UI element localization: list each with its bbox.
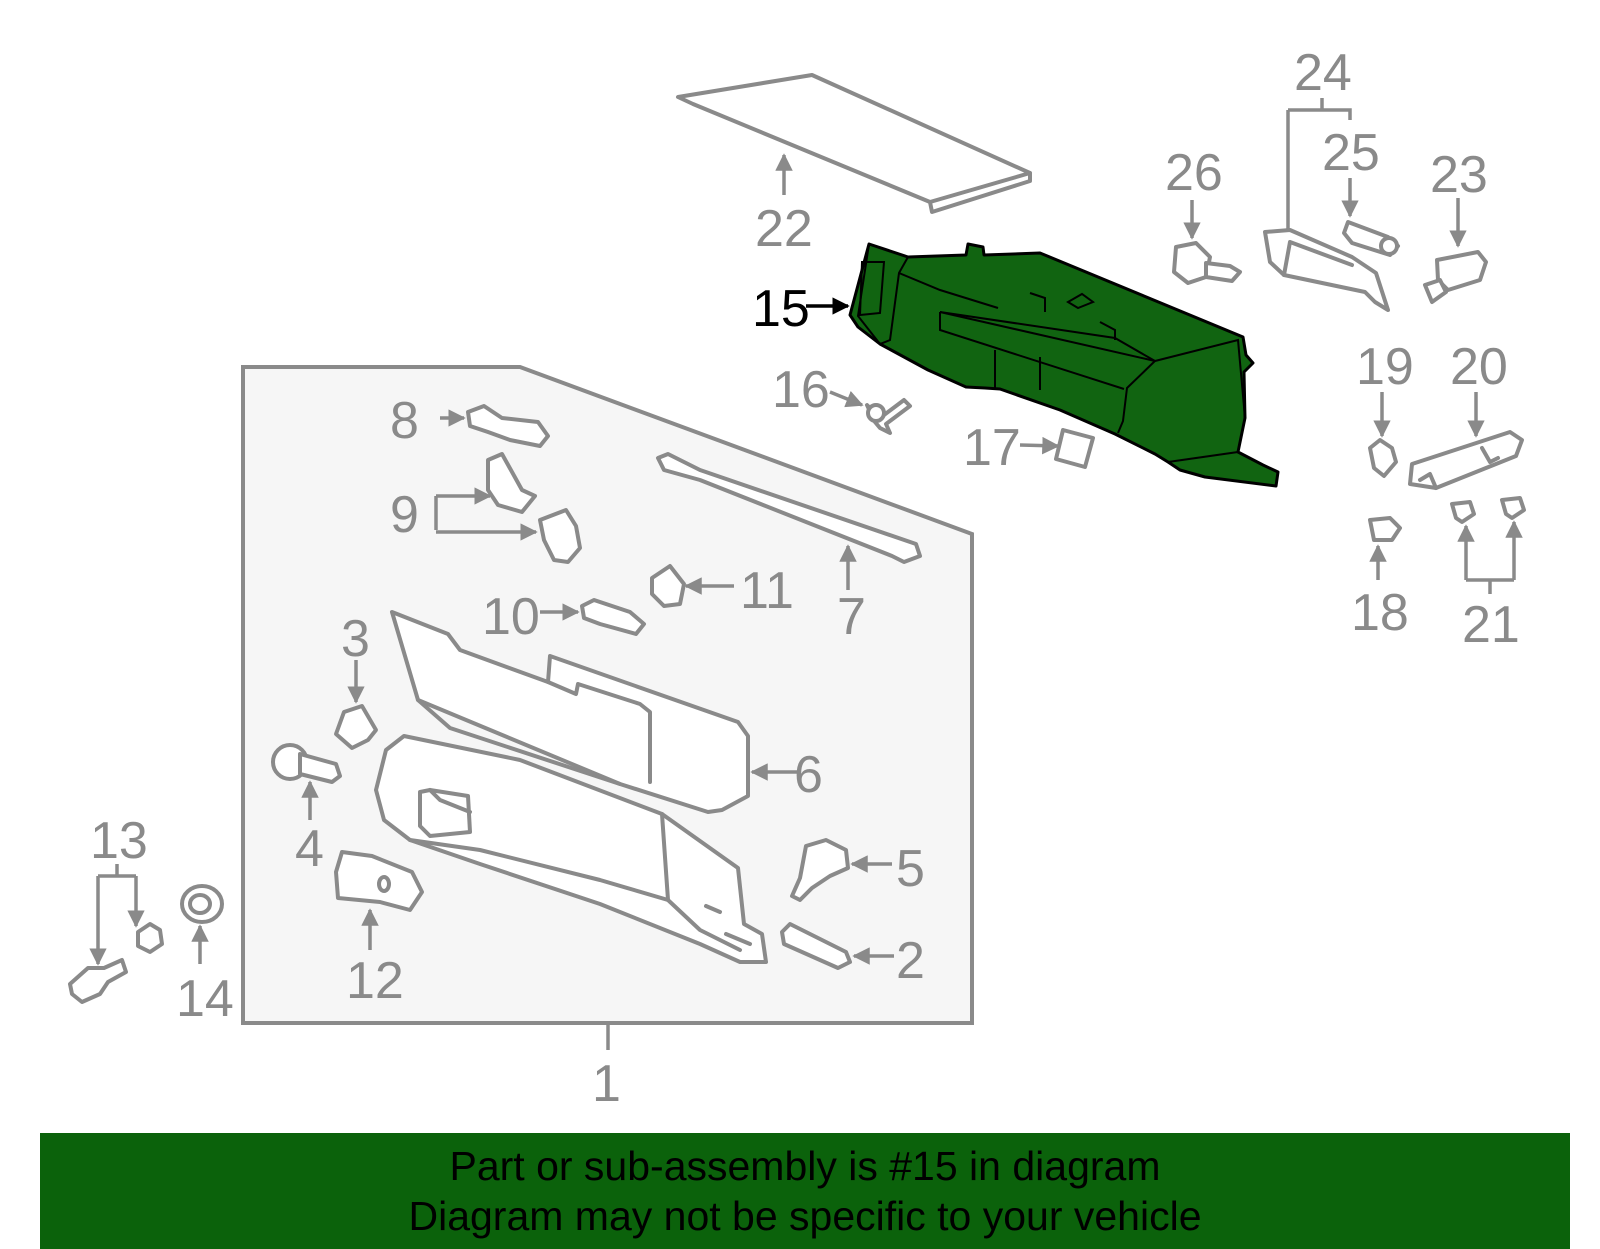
callout-15[interactable]: 15: [752, 280, 810, 338]
part-8[interactable]: 8: [390, 392, 550, 450]
part-11[interactable]: 11: [650, 562, 794, 620]
part-14[interactable]: 14: [176, 884, 234, 1028]
banner-line-1: Part or sub-assembly is #15 in diagram: [449, 1143, 1161, 1189]
part-12[interactable]: 12: [334, 850, 424, 1010]
callout-13[interactable]: 13: [90, 812, 148, 870]
callout-19[interactable]: 19: [1356, 338, 1414, 396]
callout-7[interactable]: 7: [837, 588, 866, 646]
part-13[interactable]: 13: [68, 812, 164, 1004]
part-5[interactable]: 5: [790, 838, 925, 902]
callout-26[interactable]: 26: [1165, 144, 1223, 202]
part-26[interactable]: 26: [1165, 144, 1242, 285]
callout-6[interactable]: 6: [794, 746, 823, 804]
part-18[interactable]: 18: [1351, 516, 1409, 642]
part-23[interactable]: 23: [1423, 146, 1488, 304]
callout-17[interactable]: 17: [963, 419, 1021, 477]
part-4[interactable]: 4: [271, 743, 342, 878]
callout-5[interactable]: 5: [896, 840, 925, 898]
part-10[interactable]: 10: [482, 588, 646, 646]
callout-8[interactable]: 8: [390, 392, 419, 450]
callout-18[interactable]: 18: [1351, 584, 1409, 642]
callout-11[interactable]: 11: [740, 562, 794, 620]
parts-diagram: 1 22 15 16 17: [68, 44, 1526, 1113]
callout-12[interactable]: 12: [346, 952, 404, 1010]
part-21[interactable]: 21: [1450, 496, 1526, 654]
part-3[interactable]: 3: [334, 610, 378, 750]
glove-box-door: [374, 734, 768, 964]
info-banner: Part or sub-assembly is #15 in diagram D…: [40, 1133, 1570, 1249]
callout-21[interactable]: 21: [1462, 596, 1520, 654]
part-6[interactable]: 6: [390, 610, 823, 814]
callout-2[interactable]: 2: [896, 932, 925, 990]
part-9[interactable]: 9: [390, 452, 582, 564]
part-16[interactable]: 16: [772, 361, 912, 435]
callout-4[interactable]: 4: [295, 820, 324, 878]
callout-25[interactable]: 25: [1322, 124, 1380, 182]
part-22[interactable]: 22: [676, 73, 1032, 258]
callout-23[interactable]: 23: [1430, 146, 1488, 204]
callout-3[interactable]: 3: [341, 610, 370, 668]
part-19[interactable]: 19: [1356, 338, 1414, 478]
callout-1[interactable]: 1: [592, 1055, 621, 1113]
callout-9[interactable]: 9: [390, 486, 419, 544]
part-25[interactable]: 25: [1322, 124, 1400, 257]
callout-10[interactable]: 10: [482, 588, 540, 646]
callout-20[interactable]: 20: [1450, 338, 1508, 396]
part-7[interactable]: 7: [656, 452, 922, 646]
callout-24[interactable]: 24: [1294, 44, 1352, 102]
callout-22[interactable]: 22: [755, 200, 813, 258]
part-17[interactable]: 17: [963, 419, 1095, 477]
part-24[interactable]: 24: [1263, 44, 1390, 312]
callout-14[interactable]: 14: [176, 970, 234, 1028]
banner-line-2: Diagram may not be specific to your vehi…: [408, 1193, 1202, 1239]
part-15-glove-box-housing[interactable]: 15: [752, 242, 1280, 488]
part-20[interactable]: 20: [1408, 338, 1524, 490]
callout-16[interactable]: 16: [772, 361, 830, 419]
part-2[interactable]: 2: [780, 922, 925, 990]
